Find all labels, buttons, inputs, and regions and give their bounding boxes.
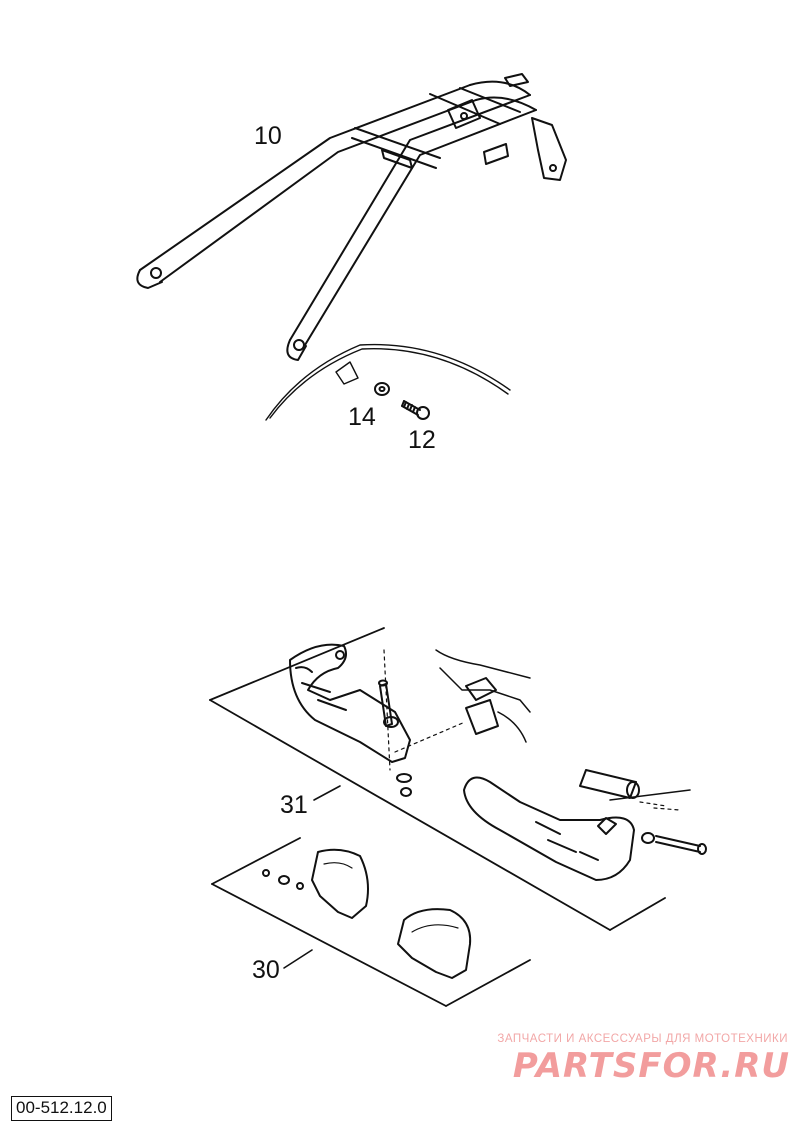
- handguard-set-part: [209, 627, 707, 931]
- callout-bolt: 12: [408, 426, 436, 454]
- figure-code: 00-512.12.0: [11, 1096, 112, 1121]
- callout-handguard-set: 31: [280, 791, 308, 819]
- fender-outline: [265, 343, 511, 421]
- handguard-covers-part: [211, 837, 531, 1007]
- luggage-rack-part: [136, 73, 567, 361]
- watermark-brand: PARTSFOR.RU: [512, 1046, 790, 1086]
- callout-rack: 10: [254, 122, 282, 150]
- callout-washer: 14: [348, 403, 376, 431]
- callout-handguard-covers: 30: [252, 956, 280, 984]
- bolt-part: [401, 400, 430, 420]
- washer-part: [374, 382, 390, 396]
- watermark-tagline: ЗАПЧАСТИ И АКСЕССУАРЫ ДЛЯ МОТОТЕХНИКИ: [497, 1033, 788, 1045]
